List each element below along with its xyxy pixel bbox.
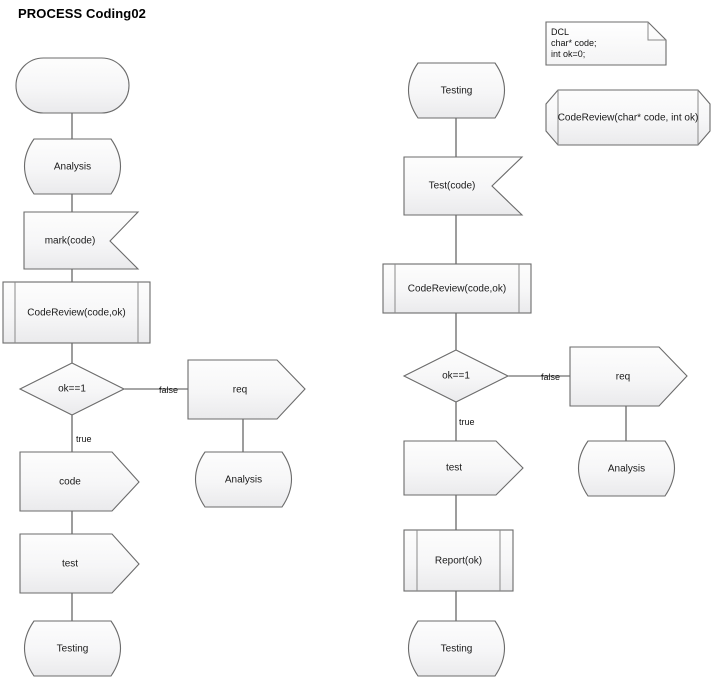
node-R4-label: ok==1 <box>442 371 470 382</box>
node-R3-label: CodeReview(code,ok) <box>408 284 506 295</box>
left-connectors <box>71 113 244 621</box>
node-L9-pentagon[interactable]: req <box>187 359 306 420</box>
note-line-2: char* code; <box>551 38 597 48</box>
node-R6-subroutine[interactable]: Report(ok) <box>403 529 514 592</box>
node-R8-pentagon[interactable]: req <box>569 346 688 407</box>
node-L9-label: req <box>233 385 247 396</box>
node-R4-decision[interactable]: ok==1 <box>402 349 510 403</box>
node-R1-label: Testing <box>441 86 473 97</box>
node-R1-cylinder[interactable]: Testing <box>407 62 506 119</box>
node-L6-label: code <box>59 477 81 488</box>
node-L1-stadium[interactable] <box>15 57 130 114</box>
node-L4-label: CodeReview(code,ok) <box>27 308 125 319</box>
node-L3-label: mark(code) <box>45 236 96 247</box>
node-L2-label: Analysis <box>54 162 91 173</box>
edge-label-true-left: true <box>76 434 92 444</box>
node-R7-cylinder[interactable]: Testing <box>407 620 506 677</box>
declaration-label: CodeReview(char* code, int ok) <box>558 113 699 124</box>
node-R2-label: Test(code) <box>429 181 476 192</box>
node-L8-cylinder[interactable]: Testing <box>23 620 122 677</box>
edge-label-false-left: false <box>159 385 178 395</box>
edge-label-false-right: false <box>541 372 560 382</box>
node-L6-pentagon[interactable]: code <box>19 451 140 512</box>
note-line-3: int ok=0; <box>551 49 585 59</box>
node-L4-subroutine[interactable]: CodeReview(code,ok) <box>2 281 151 344</box>
node-R5-pentagon[interactable]: test <box>403 440 524 496</box>
annotation-declaration[interactable]: CodeReview(char* code, int ok) <box>545 89 711 146</box>
note-line-1: DCL <box>551 27 569 37</box>
node-L10-label: Analysis <box>225 475 262 486</box>
annotation-dcl-note[interactable]: DCL char* code; int ok=0; <box>545 21 667 66</box>
node-R7-label: Testing <box>441 644 473 655</box>
node-R9-cylinder[interactable]: Analysis <box>577 440 676 497</box>
node-R8-label: req <box>616 372 630 383</box>
node-R9-label: Analysis <box>608 464 645 475</box>
node-L7-label: test <box>62 559 78 570</box>
node-L8-label: Testing <box>57 644 89 655</box>
node-L2-cylinder[interactable]: Analysis <box>23 138 122 195</box>
page-title: PROCESS Coding02 <box>18 6 147 21</box>
node-L3-flag[interactable]: mark(code) <box>23 211 140 270</box>
node-L5-label: ok==1 <box>58 384 86 395</box>
node-R6-label: Report(ok) <box>435 556 482 567</box>
node-L10-cylinder[interactable]: Analysis <box>194 451 293 508</box>
edge-label-true-right: true <box>459 417 475 427</box>
node-R2-flag[interactable]: Test(code) <box>403 156 524 216</box>
node-L7-pentagon[interactable]: test <box>19 533 140 594</box>
right-connectors <box>455 118 627 621</box>
node-R3-subroutine[interactable]: CodeReview(code,ok) <box>382 263 532 314</box>
node-R5-label: test <box>446 463 462 474</box>
node-L5-decision[interactable]: ok==1 <box>18 362 126 416</box>
